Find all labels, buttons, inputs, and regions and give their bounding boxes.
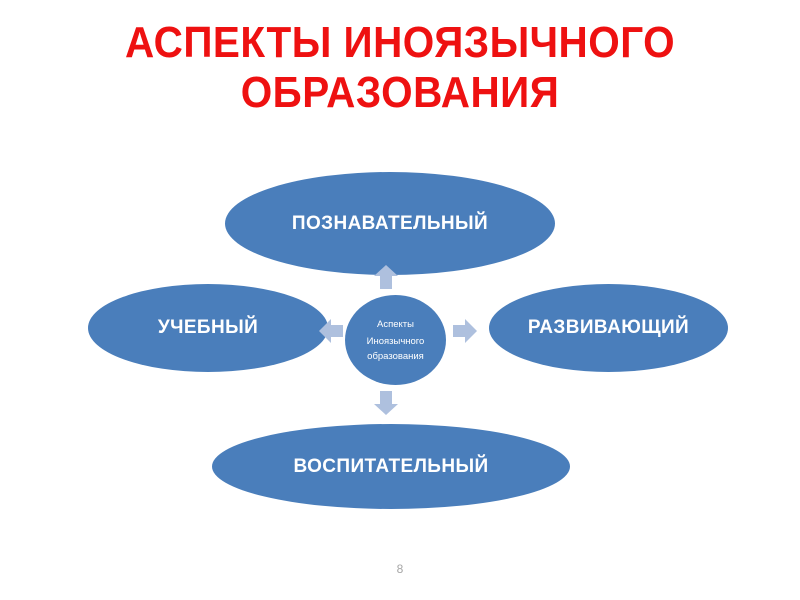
arrow-up-icon bbox=[373, 264, 399, 290]
diagram-node-label: ВОСПИТАТЕЛЬНЫЙ bbox=[293, 455, 489, 477]
diagram-node-uchebny[interactable]: УЧЕБНЫЙ bbox=[88, 284, 328, 372]
center-node-line-3: образования bbox=[367, 350, 424, 362]
page-title: АСПЕКТЫ ИНОЯЗЫЧНОГО ОБРАЗОВАНИЯ bbox=[124, 18, 676, 117]
arrow-down-icon bbox=[373, 390, 399, 416]
center-node-line-2: Иноязычного bbox=[366, 335, 425, 347]
diagram-node-poznavatelny[interactable]: ПОЗНАВАТЕЛЬНЫЙ bbox=[225, 172, 555, 275]
arrow-left-icon bbox=[318, 318, 344, 344]
diagram-node-label: УЧЕБНЫЙ bbox=[157, 317, 259, 338]
diagram-node-razvivayushchiy[interactable]: РАЗВИВАЮЩИЙ bbox=[489, 284, 728, 372]
center-node-line-1: Аспекты bbox=[377, 318, 414, 330]
arrow-right-icon bbox=[452, 318, 478, 344]
diagram-center-node[interactable]: Аспекты Иноязычного образования bbox=[345, 295, 446, 385]
diagram-node-label: РАЗВИВАЮЩИЙ bbox=[527, 317, 690, 338]
diagram-node-label: ПОЗНАВАТЕЛЬНЫЙ bbox=[291, 212, 489, 234]
diagram-node-vospitatelny[interactable]: ВОСПИТАТЕЛЬНЫЙ bbox=[212, 424, 570, 509]
page-number: 8 bbox=[396, 562, 404, 576]
